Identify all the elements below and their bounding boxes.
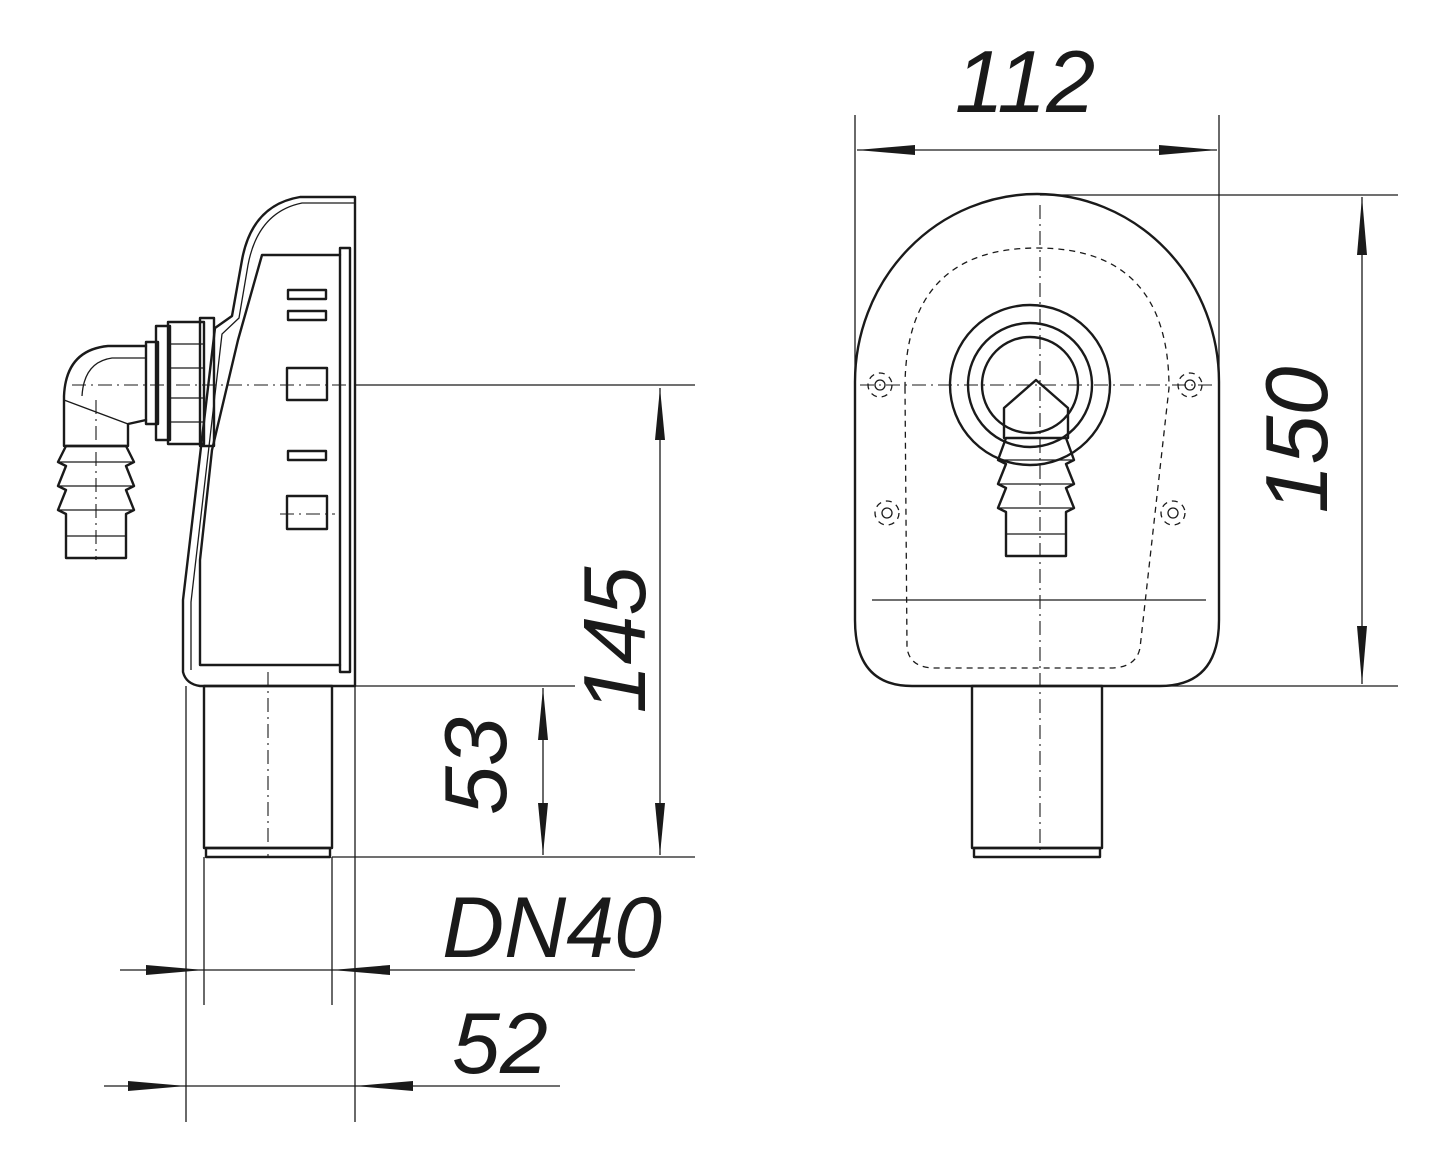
dimension-53: 53 (426, 717, 525, 815)
inlet-ring-middle (966, 321, 1094, 449)
arrow-head (1357, 197, 1367, 255)
screw-hole (874, 500, 900, 526)
window (285, 494, 329, 531)
coupling-body (198, 316, 216, 448)
slot (286, 309, 328, 322)
housing-shell (181, 195, 357, 688)
elbow-inner (81, 357, 146, 397)
dimension-112: 112 (955, 32, 1095, 131)
arrow-head (538, 688, 548, 740)
screw-hole (1160, 500, 1186, 526)
front-housing-outline (853, 192, 1221, 688)
slot (286, 449, 328, 462)
inlet-ring-inner (980, 335, 1080, 435)
front-view-dimensions: 112 150 (854, 32, 1398, 687)
arrow-head (857, 145, 915, 155)
front-outlet-rim (972, 846, 1102, 859)
slot (286, 288, 328, 301)
arrow-head (355, 1081, 413, 1091)
dimension-dn40: DN40 (442, 880, 662, 976)
side-view (56, 195, 357, 859)
front-hidden-body (904, 247, 1170, 669)
dimension-145: 145 (565, 566, 664, 714)
front-outlet-pipe (970, 684, 1104, 850)
housing-inner-wall (190, 202, 355, 670)
front-hose-barb (996, 436, 1076, 558)
coupling-stub (144, 340, 160, 426)
inlet-ring-outer (948, 303, 1112, 467)
elbow-pipe (62, 344, 148, 448)
front-view (853, 192, 1221, 859)
dimension-150: 150 (1247, 367, 1346, 514)
side-view-dimensions: 145 53 DN40 52 (104, 384, 695, 1122)
arrow-head (655, 803, 665, 855)
elbow-face (1002, 378, 1070, 440)
coupling-ring (154, 324, 172, 442)
coupling-ring (166, 320, 206, 446)
arrow-head (1357, 626, 1367, 684)
arrow-head (1159, 145, 1217, 155)
arrow-head (655, 388, 665, 440)
arrow-head (332, 965, 390, 975)
hose-barb (56, 444, 136, 560)
screw-hole (867, 372, 893, 398)
inner-body (198, 253, 342, 667)
arrow-head (146, 965, 204, 975)
arrow-head (128, 1081, 186, 1091)
arrow-head (538, 803, 548, 855)
wall-flange (338, 246, 352, 674)
dimension-52: 52 (452, 996, 548, 1092)
screw-hole (1177, 372, 1203, 398)
window (285, 366, 329, 402)
